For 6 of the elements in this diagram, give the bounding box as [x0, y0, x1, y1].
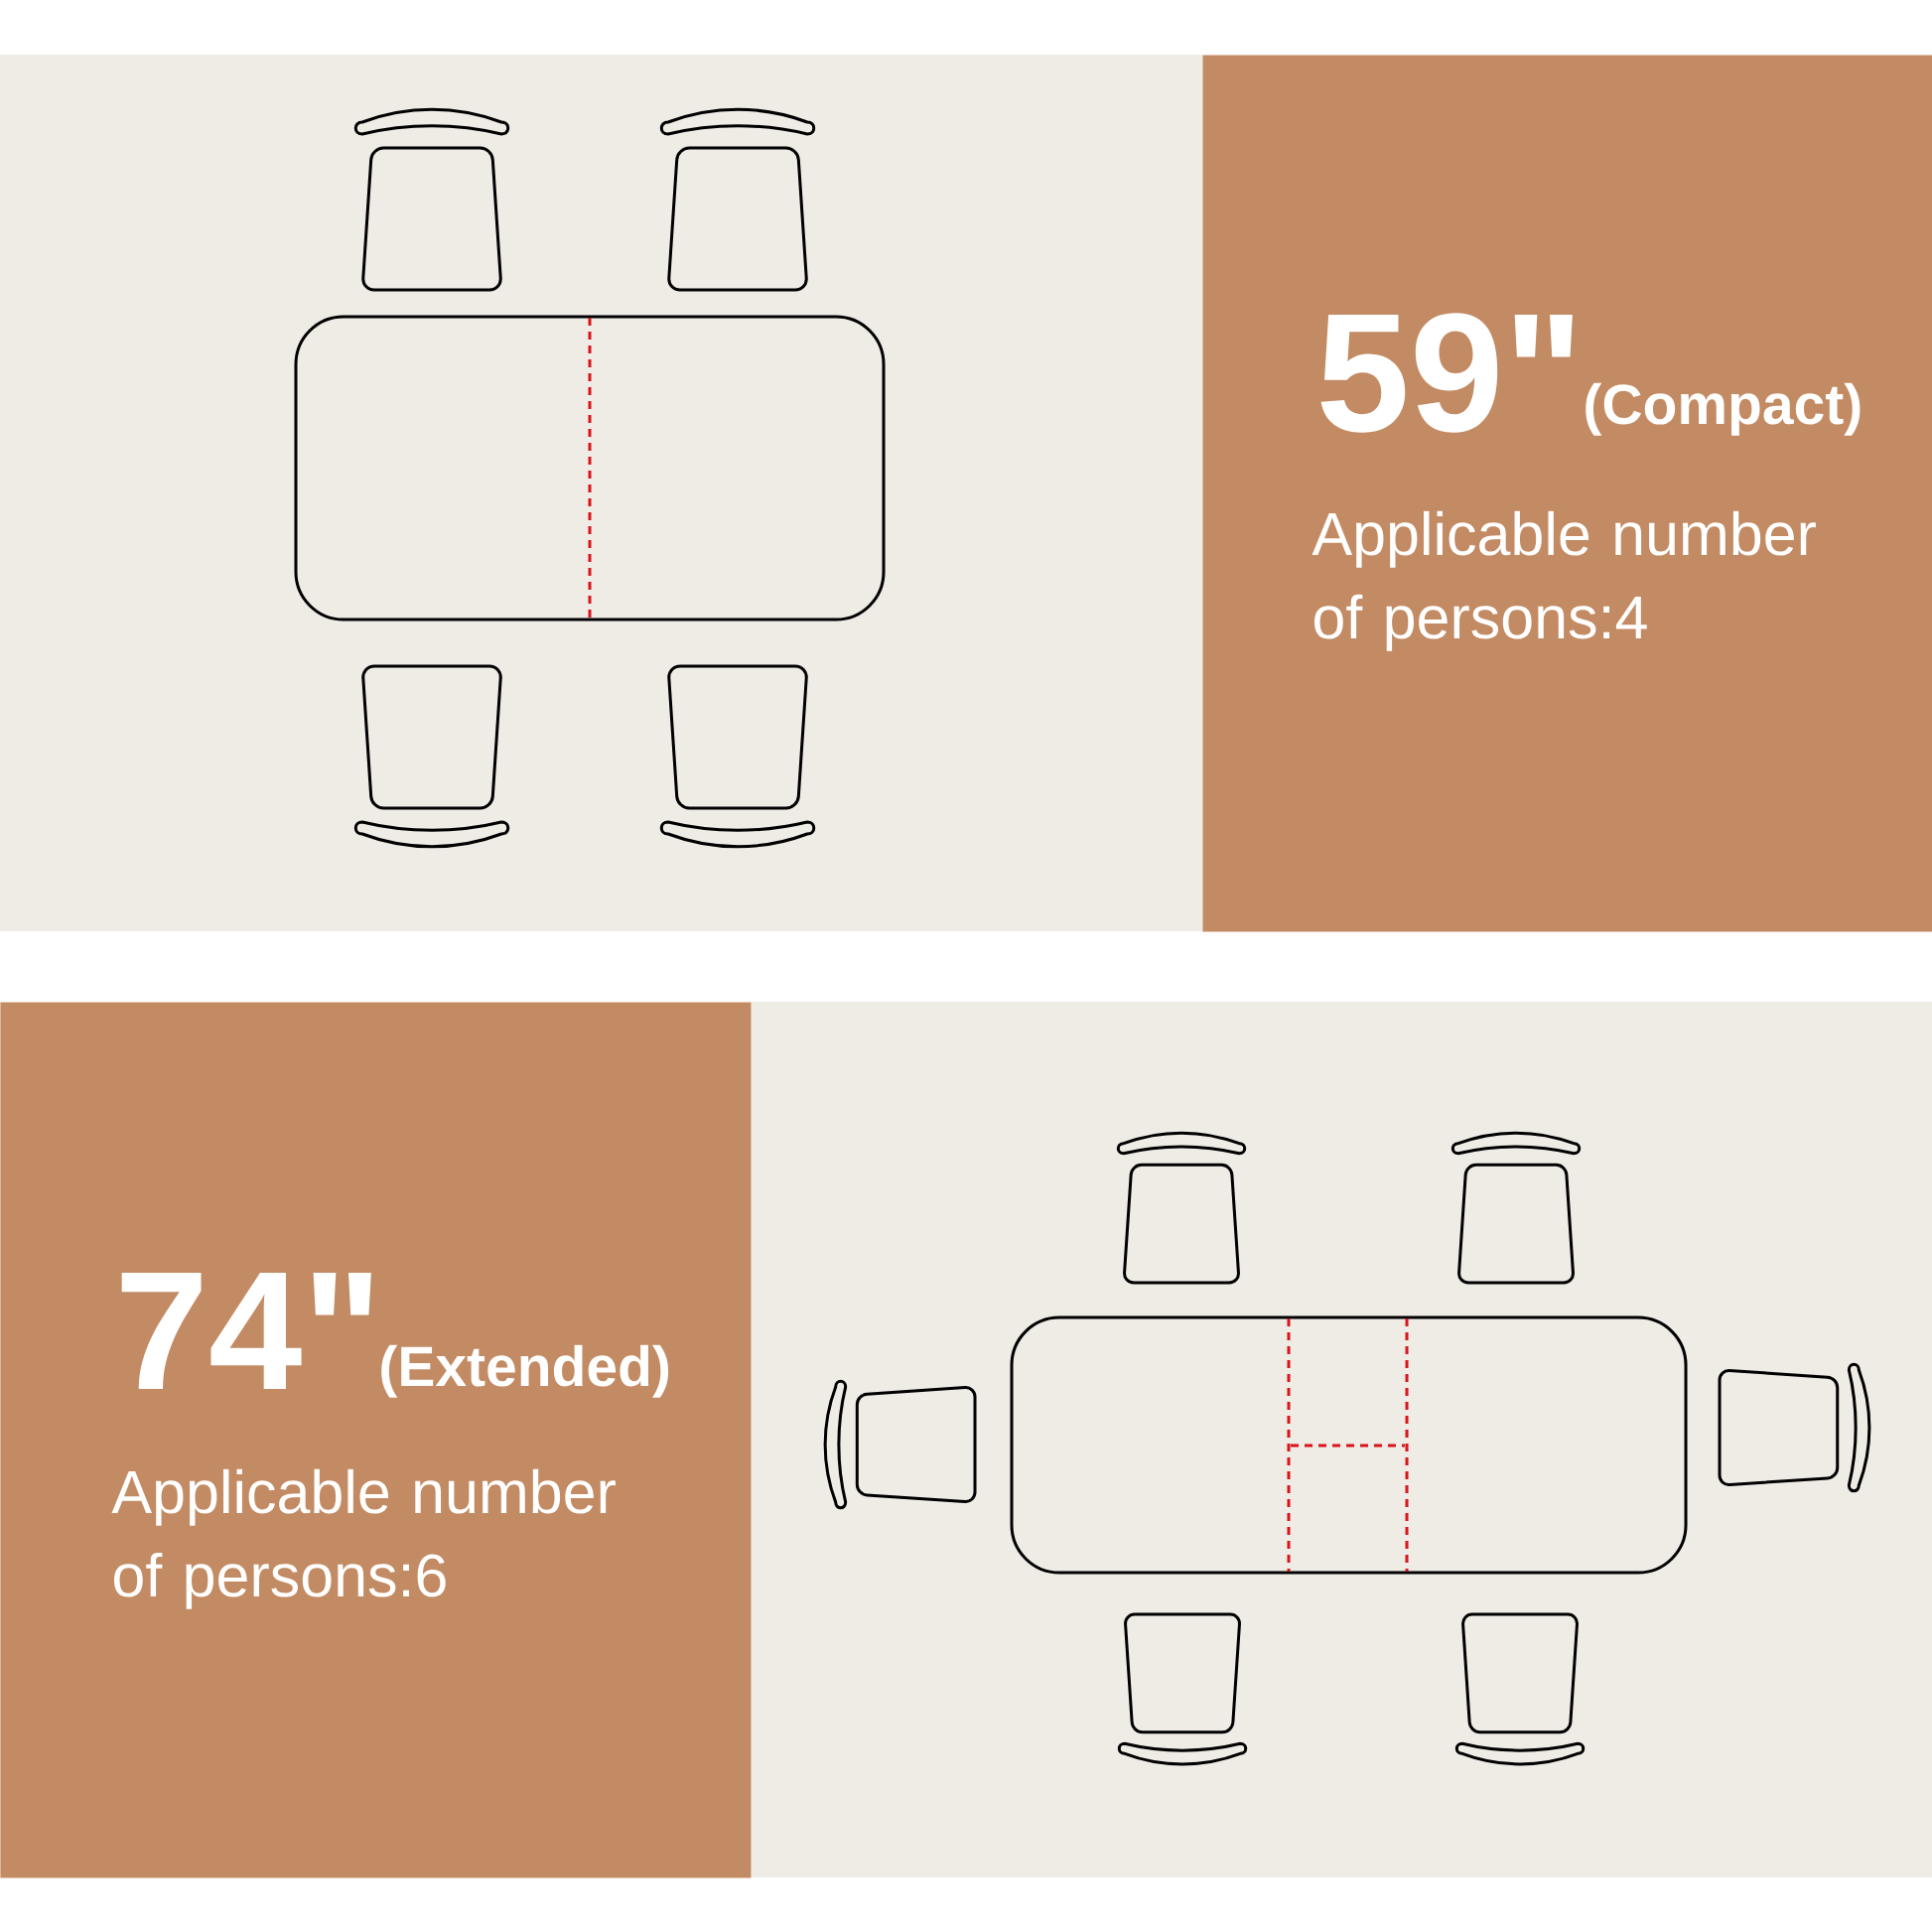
mode-label: (Extended) [381, 1344, 669, 1398]
capacity-text: Applicable number of persons:6 [111, 1468, 616, 1609]
size-heading: 74" [121, 1273, 371, 1389]
size-heading: 59" [1320, 313, 1573, 433]
capacity-text: Applicable number of persons:4 [1311, 510, 1816, 651]
mode-label: (Compact) [1586, 382, 1861, 436]
